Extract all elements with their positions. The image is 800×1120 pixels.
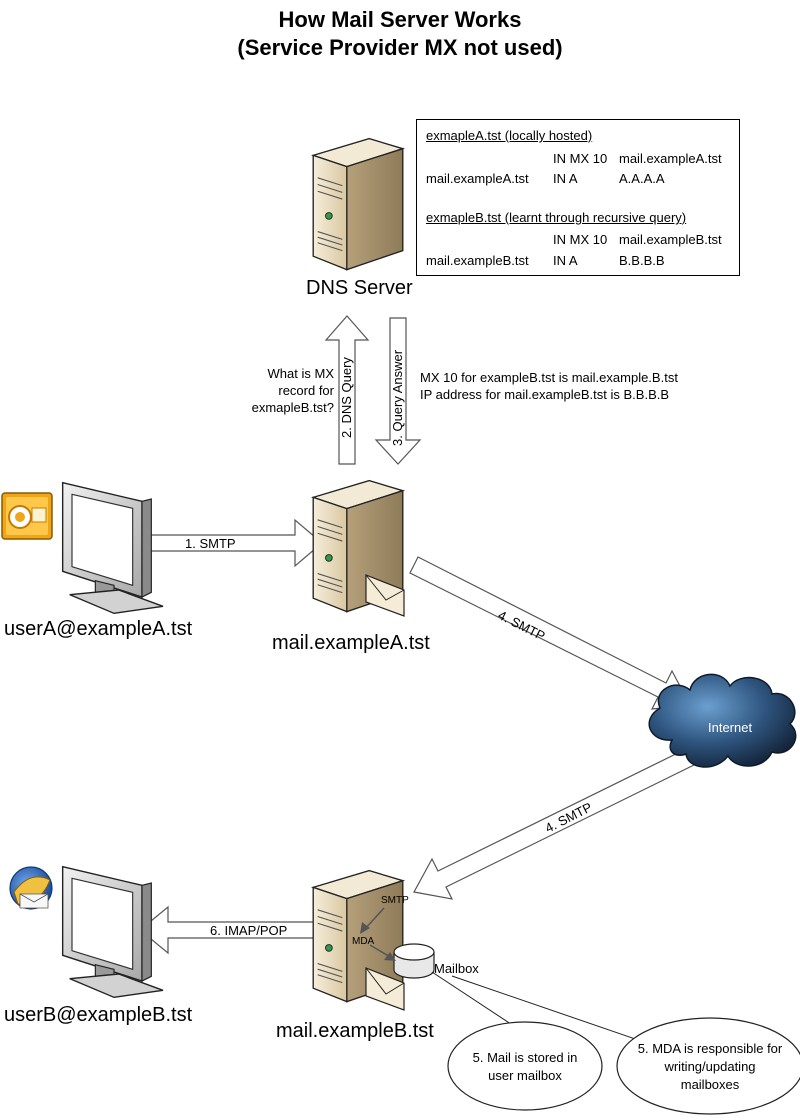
mda-note: 5. MDA is responsible for writing/updati…	[617, 1040, 800, 1094]
smtp-step1-label: 1. SMTP	[185, 536, 236, 551]
mx-answer-line2: IP address for mail.exampleB.tst is B.B.…	[420, 387, 670, 402]
zone-b-mx-value: mail.exampleB.tst	[619, 232, 722, 247]
mda-note-ellipse	[616, 1017, 800, 1115]
diagram-title-line2: (Service Provider MX not used)	[237, 35, 563, 60]
zone-a-mx-type: IN MX 10	[553, 151, 608, 166]
mailbox-icon	[393, 943, 435, 979]
mail-b-label: mail.exampleB.tst	[276, 1020, 434, 1042]
zone-b-mx-type: IN MX 10	[553, 232, 608, 247]
dns-records-table: exmapleA.tst (locally hosted) IN MX 10 m…	[416, 119, 740, 276]
mailbox-label: Mailbox	[434, 961, 479, 976]
zone-a-mx-value: mail.exampleA.tst	[619, 151, 722, 166]
smtp-to-mailb-arrow	[413, 746, 699, 900]
mailbox-note-line1: 5. Mail is stored in	[472, 1050, 578, 1065]
dns-query-arrow	[324, 315, 370, 465]
query-answer-label: 3. Query Answer	[390, 349, 405, 446]
imap-pop-label: 6. IMAP/POP	[210, 923, 287, 938]
envelope-b-icon	[365, 967, 405, 1011]
user-b-monitor-icon	[61, 865, 164, 999]
mx-question: What is MX record for exmapleB.tst?	[230, 365, 334, 416]
mailbox-note-line2: user mailbox	[488, 1068, 562, 1083]
mail-a-label: mail.exampleA.tst	[272, 632, 430, 654]
dns-query-label: 2. DNS Query	[339, 357, 354, 438]
mailbox-note: 5. Mail is stored in user mailbox	[448, 1049, 602, 1085]
mda-note-line2: writing/updating	[664, 1059, 756, 1074]
zone-b-a-name: mail.exampleB.tst	[426, 253, 529, 268]
mx-answer: MX 10 for exampleB.tst is mail.example.B…	[420, 369, 678, 403]
mx-question-line2: record for	[278, 383, 334, 398]
mda-note-line1: 5. MDA is responsible for	[637, 1041, 783, 1056]
smtp-step1-arrow	[139, 518, 323, 568]
zone-a-a-name: mail.exampleA.tst	[426, 171, 529, 186]
user-b-label: userB@exampleB.tst	[4, 1004, 193, 1026]
imap-pop-arrow	[139, 905, 319, 955]
smtp-to-internet-arrow	[409, 556, 691, 710]
envelope-a-icon	[365, 574, 405, 617]
user-a-monitor-icon	[61, 481, 164, 615]
mailbox-note-ellipse	[447, 1021, 603, 1111]
user-a-label: userA@exampleA.tst	[4, 618, 193, 640]
mx-question-line3: exmapleB.tst?	[251, 400, 334, 415]
smtp-internal-label: SMTP	[381, 895, 409, 906]
dns-server-label: DNS Server	[306, 277, 413, 299]
zone-b-a-value: B.B.B.B	[619, 253, 665, 268]
mda-note-line3: mailboxes	[680, 1077, 740, 1092]
mda-label: MDA	[352, 936, 375, 947]
thunderbird-icon	[9, 866, 53, 910]
zone-a-a-value: A.A.A.A	[619, 171, 665, 186]
zone-b-header: exmapleB.tst (learnt through recursive q…	[426, 210, 687, 225]
dns-server-icon	[312, 137, 404, 271]
zone-a-header: exmapleA.tst (locally hosted)	[426, 128, 593, 143]
diagram-title-line1: How Mail Server Works	[278, 7, 522, 32]
mx-question-line1: What is MX	[267, 366, 334, 381]
zone-b-a-type: IN A	[553, 253, 578, 268]
mx-answer-line1: MX 10 for exampleB.tst is mail.example.B…	[420, 370, 678, 385]
outlook-icon	[1, 492, 53, 540]
query-answer-arrow	[374, 317, 422, 465]
internet-label: Internet	[708, 720, 752, 735]
zone-a-a-type: IN A	[553, 171, 578, 186]
internet-cloud-icon	[648, 673, 797, 768]
